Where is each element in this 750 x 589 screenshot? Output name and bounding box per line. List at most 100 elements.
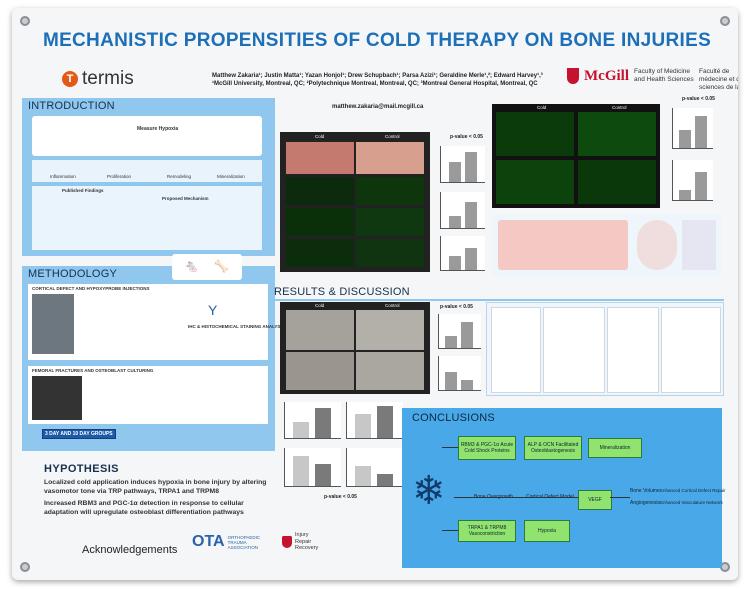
measure-hypoxia-label: Measure Hypoxia — [137, 126, 179, 132]
bar-3b — [465, 248, 477, 270]
col-control-label-2: Control — [612, 105, 627, 110]
shield-icon — [282, 535, 292, 548]
arrow-bottom — [442, 530, 458, 531]
bar-chart-3 — [440, 236, 485, 271]
introduction-section: INTRODUCTION Measure Hypoxia Inflammatio… — [22, 98, 275, 256]
col-cold-label-3: Cold — [315, 303, 325, 308]
bar-2b — [465, 202, 477, 228]
pvalue-label-1: p-value < 0.05 — [450, 134, 483, 140]
xray-control-2 — [356, 352, 424, 390]
phase-inflammation: Inflammation — [50, 174, 76, 179]
mechanism-illustration — [492, 214, 722, 276]
faculty-english: Faculty of Medicine and Health Sciences — [634, 68, 694, 83]
bar-4a — [679, 130, 691, 148]
ota-line-1: ORTHOPAEDIC — [227, 534, 261, 540]
termis-wordmark: termis — [82, 68, 134, 89]
irr-line-3: Recovery — [295, 545, 319, 551]
results-heading: RESULTS & DISCUSSION — [274, 286, 410, 298]
fluoro-control-2 — [356, 208, 424, 236]
termis-mark-icon: T — [62, 71, 78, 87]
bone-icon: 🦴 — [214, 259, 229, 273]
grommet-top-left — [20, 16, 30, 26]
mcgill-crest-icon — [567, 68, 579, 84]
grommet-top-right — [720, 16, 730, 26]
bar-chart-4 — [672, 108, 713, 149]
col-cold-label-2: Cold — [537, 105, 547, 110]
bar-6a — [445, 336, 457, 348]
bone-volume-label: Bone Volume — [630, 488, 660, 494]
bar-8b — [315, 408, 331, 438]
authors-names: Matthew Zakaria¹; Justin Matta¹; Yazan H… — [212, 73, 543, 79]
poster-title: MECHANISTIC PROPENSITIES OF COLD THERAPY… — [42, 30, 712, 51]
enhanced-vasc-label: Enhanced Vasculature Network — [660, 500, 723, 505]
fluoro-control-3 — [356, 239, 424, 267]
surgery-photo — [32, 294, 74, 354]
irr-line-2: Repair — [295, 538, 312, 545]
pvalue-label-3: p-value < 0.05 — [440, 304, 473, 310]
phase-mineralization: Mineralization — [217, 174, 245, 179]
bar-5a — [679, 190, 691, 200]
phase-remodeling: Remodeling — [167, 174, 192, 179]
enhanced-repair-label: Enhanced Cortical Defect Repair — [660, 488, 726, 493]
pathway-panel-3 — [607, 307, 659, 393]
irr-logo: Injury Repair Recovery — [282, 532, 318, 552]
histology-control-1 — [356, 142, 424, 174]
histology-grid-top: Cold Control — [280, 132, 430, 272]
ihc-label: IHC & HISTOCHEMICAL STAINING ANALYSIS — [188, 324, 285, 329]
bar-1a — [449, 162, 461, 182]
conclusions-heading: CONCLUSIONS — [412, 412, 495, 424]
mineralization-box: Mineralization — [588, 438, 642, 458]
bar-chart-5 — [672, 160, 713, 201]
cone-illustration — [682, 220, 716, 270]
histology-grid-bottom: Cold Control — [280, 302, 430, 394]
results-underline — [274, 299, 724, 301]
xray-image — [32, 376, 82, 420]
intro-phases-diagram: Inflammation Proliferation Remodeling Mi… — [32, 160, 262, 182]
methodology-heading: METHODOLOGY — [28, 268, 117, 280]
bar-chart-10 — [284, 448, 341, 487]
bar-chart-7 — [438, 356, 481, 391]
femoral-fracture-step-label: FEMORAL FRACTURES AND OSTEOBLAST CULTURI… — [32, 368, 154, 373]
xray-cold-1 — [286, 310, 354, 350]
pathway-panel-2 — [543, 307, 605, 393]
histology-cold-1 — [286, 142, 354, 174]
bar-9b — [377, 406, 393, 438]
bar-chart-9 — [346, 402, 403, 439]
angiogenesis-label: Angiogenesis — [630, 500, 661, 506]
cortical-defect-panel: CORTICAL DEFECT AND HYPOXYPROBE INJECTIO… — [28, 284, 285, 360]
ota-logo: OTA ORTHOPAEDIC TRAUMA ASSOCIATION — [192, 533, 260, 551]
faculty-french: Faculté de médecine et des sciences de l… — [699, 68, 738, 91]
bar-11b — [377, 474, 393, 486]
bar-chart-6 — [438, 314, 481, 349]
xray-cold-2 — [286, 352, 354, 390]
vessel-illustration — [498, 220, 628, 270]
xray-control-1 — [356, 310, 424, 350]
hypothesis-text-1: Localized cold application induces hypox… — [44, 479, 267, 495]
arrow-to-outcomes — [610, 497, 630, 498]
method-icons-strip: 🐁 🦴 — [172, 254, 242, 280]
bar-10a — [293, 456, 309, 486]
hypoxia-box: Hypoxia — [524, 520, 570, 542]
bar-6b — [461, 322, 473, 348]
arrow-mid — [454, 497, 578, 498]
fluoro-right-3 — [496, 160, 574, 204]
pathway-panel-4 — [661, 307, 721, 393]
bar-9a — [355, 414, 371, 438]
poster-banner: MECHANISTIC PROPENSITIES OF COLD THERAPY… — [12, 8, 738, 580]
fluoro-cold-1 — [286, 177, 354, 205]
col-control-label-3: Control — [385, 303, 400, 308]
published-findings-label: Published Findings — [62, 188, 104, 193]
phase-proliferation: Proliferation — [107, 174, 132, 179]
author-list: Matthew Zakaria¹; Justin Matta¹; Yazan H… — [212, 72, 572, 88]
fluoro-right-4 — [578, 160, 656, 204]
fluoro-right-1 — [496, 112, 574, 156]
cell-illustration — [637, 220, 677, 270]
bar-chart-1 — [440, 146, 485, 183]
ota-mark-icon: OTA — [192, 533, 225, 550]
grommet-bottom-left — [20, 562, 30, 572]
vegf-box: VEGF — [578, 490, 612, 510]
intro-diagram-top: Measure Hypoxia — [32, 116, 262, 156]
col-control-label: Control — [385, 134, 400, 139]
intro-mechanism-diagram: Published Findings Proposed Mechanism — [32, 186, 262, 250]
conclusions-section: CONCLUSIONS ❄ RBM3 & PGC-1α Acute Cold S… — [402, 408, 726, 568]
